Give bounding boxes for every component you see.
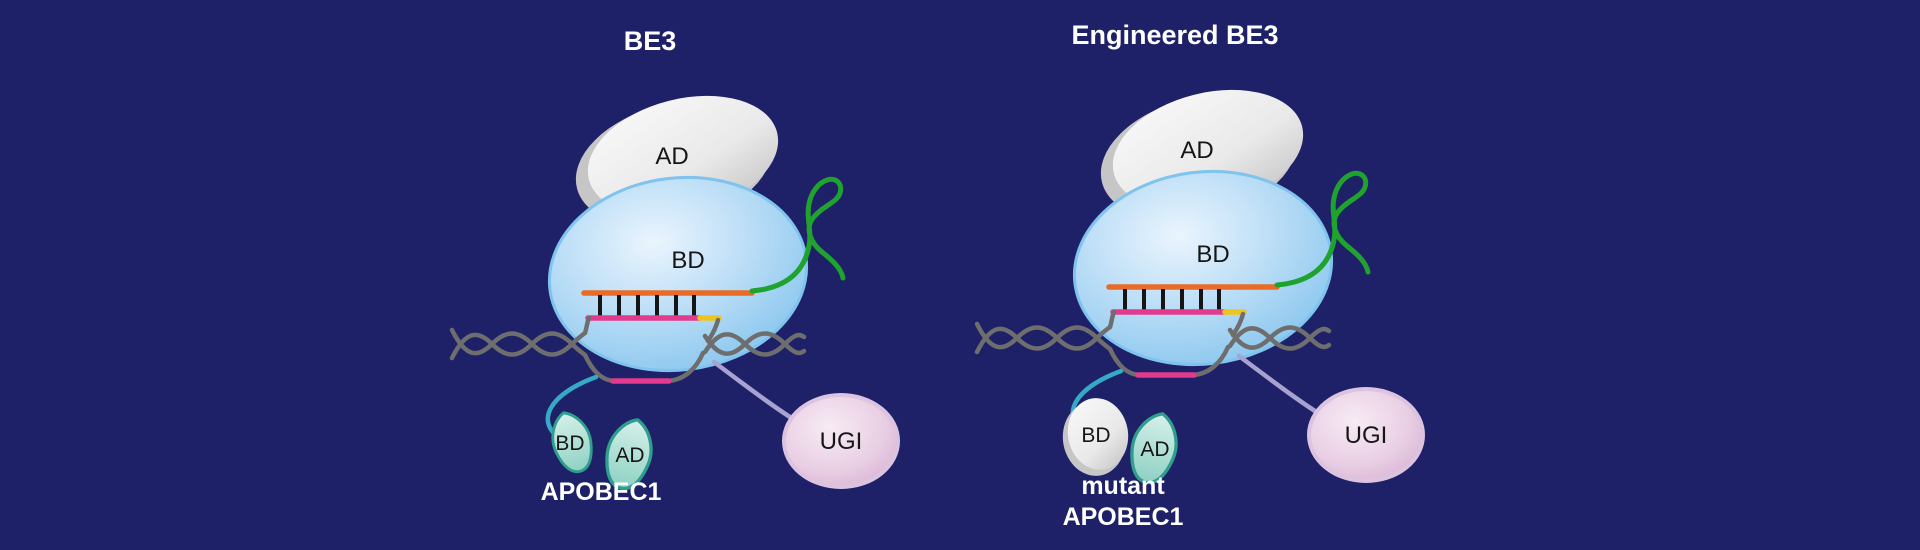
dna-strand — [1227, 326, 1332, 351]
dna-connector — [665, 350, 706, 384]
be3-diagram: BE3 — [449, 26, 900, 506]
base-pair-ticks — [1123, 289, 1221, 310]
dna-connector — [582, 315, 592, 336]
cas9-ad-label: AD — [655, 143, 688, 170]
apobec-ad-leaf — [1130, 412, 1178, 485]
apobec-ad-leaf — [605, 418, 653, 491]
ugi-body — [1307, 387, 1425, 483]
ugi-label: UGI — [820, 428, 863, 455]
apobec-bd-label: BD — [555, 432, 584, 455]
diagram-title: Engineered BE3 — [1071, 20, 1278, 50]
dna-strand — [449, 331, 588, 361]
dna-connector — [1107, 309, 1117, 330]
sgrna-scaffold — [749, 176, 846, 294]
engineered-be3-diagram: Engineered BE3 — [974, 20, 1425, 531]
dna-helix — [449, 315, 807, 384]
dna-strand — [974, 325, 1113, 355]
apobec-name: APOBEC1 — [541, 478, 662, 506]
apobec-mutant-bd-domain — [1062, 398, 1129, 476]
apobec-bd-label: BD — [1081, 424, 1110, 447]
cas9-bd-label: BD — [671, 247, 704, 274]
apobec-name-line1: mutant — [1081, 472, 1165, 500]
dna-connector — [1190, 344, 1231, 378]
dna-strand — [1227, 325, 1332, 350]
apobec-name-line2: APOBEC1 — [1063, 503, 1184, 531]
apobec-ad-label: AD — [615, 444, 644, 467]
ugi-linker — [1236, 353, 1329, 421]
ugi-label: UGI — [1345, 422, 1388, 449]
dna-strand — [702, 332, 807, 357]
ugi-linker — [711, 359, 804, 427]
ugi-body — [782, 393, 900, 489]
mutant-bd-body — [1067, 398, 1129, 470]
base-pair-ticks — [598, 295, 696, 316]
apobec-bd-leaf — [551, 411, 593, 474]
diagram-title: BE3 — [624, 26, 677, 56]
dna-strand — [702, 331, 807, 356]
apobec-ad-label: AD — [1140, 438, 1169, 461]
cas9-bd-label: BD — [1196, 241, 1229, 268]
cas9-ad-label: AD — [1180, 137, 1213, 164]
sgrna-scaffold — [1274, 170, 1371, 288]
